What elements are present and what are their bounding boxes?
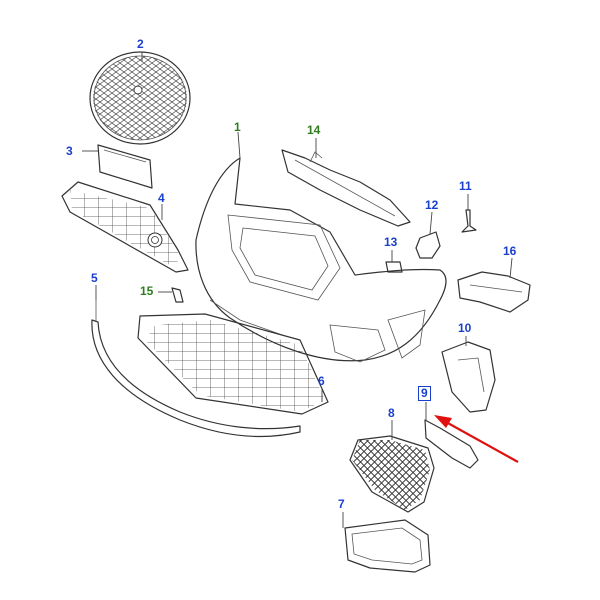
callout-4: 4 bbox=[158, 191, 165, 205]
part-3-license-plate bbox=[97, 144, 153, 189]
part-4-lower-grille bbox=[61, 181, 189, 273]
callout-2: 2 bbox=[137, 37, 144, 51]
callout-10: 10 bbox=[458, 321, 472, 335]
part-9-trim-strip bbox=[424, 419, 479, 469]
part-6-lower-mesh bbox=[137, 313, 329, 415]
callout-13: 13 bbox=[384, 235, 398, 249]
part-15-fastener bbox=[171, 287, 184, 303]
part-14-upper-bracket bbox=[281, 149, 411, 227]
part-2-upper-grille bbox=[89, 51, 191, 145]
callout-8: 8 bbox=[388, 406, 395, 420]
part-12-bracket bbox=[415, 231, 441, 259]
callout-3: 3 bbox=[66, 144, 73, 158]
part-8-side-grille bbox=[349, 435, 435, 513]
part-16-side-bracket bbox=[457, 271, 531, 313]
callout-5: 5 bbox=[91, 271, 98, 285]
callout-16: 16 bbox=[503, 244, 517, 258]
part-11-clip bbox=[461, 209, 477, 233]
red-pointer-arrow bbox=[434, 415, 519, 463]
callout-7: 7 bbox=[338, 497, 345, 511]
leader-lines bbox=[82, 52, 513, 528]
callout-1: 1 bbox=[234, 120, 241, 134]
part-5-lower-lip bbox=[91, 300, 301, 438]
callout-11: 11 bbox=[459, 179, 472, 193]
callout-12: 12 bbox=[425, 198, 439, 212]
callout-15: 15 bbox=[140, 284, 154, 298]
callout-9: 9 bbox=[418, 386, 431, 401]
part-1-bumper-cover bbox=[195, 157, 447, 363]
callout-14: 14 bbox=[307, 123, 321, 137]
part-13-small-clip bbox=[385, 261, 403, 273]
part-7-bezel-trim bbox=[344, 519, 431, 573]
callout-6: 6 bbox=[318, 374, 325, 388]
part-10-side-bracket bbox=[441, 341, 496, 413]
